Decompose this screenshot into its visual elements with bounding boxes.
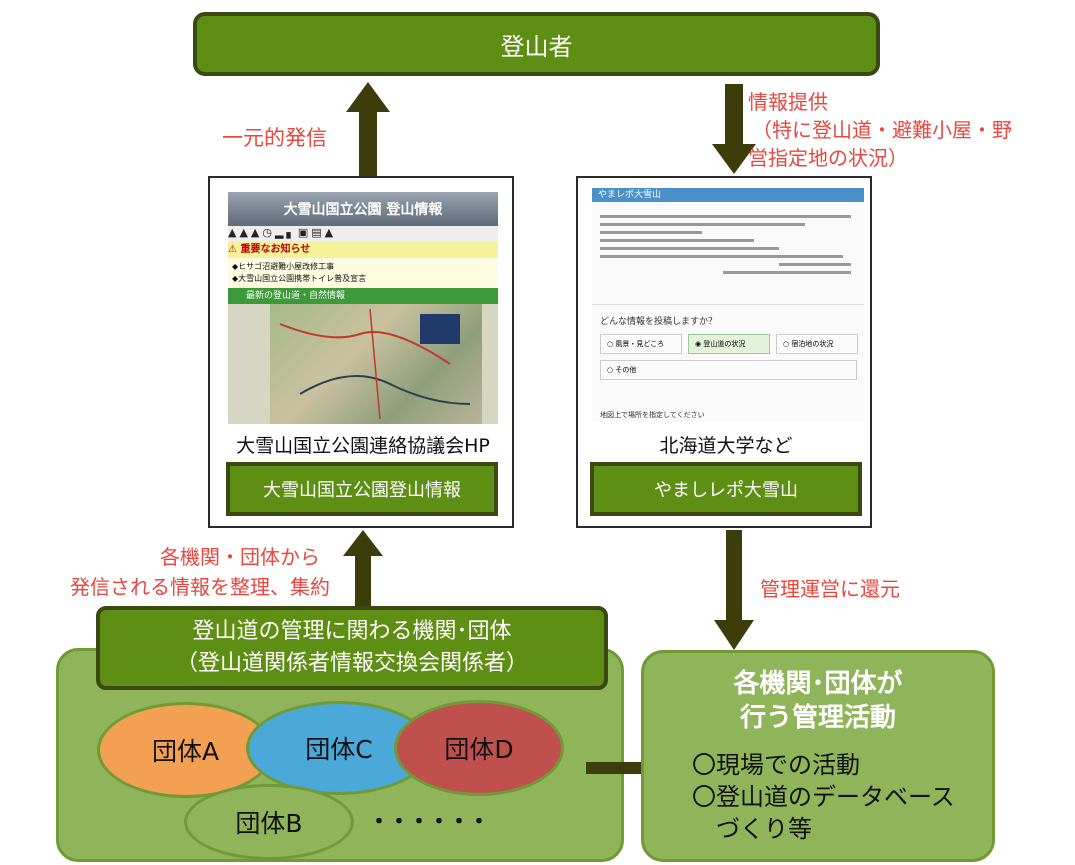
group-c-ellipse: 団体C (246, 701, 432, 795)
notice-header: ⚠ 重要なお知らせ (228, 242, 498, 258)
group-d-ellipse: 団体D (394, 700, 564, 796)
climbers-box: 登山者 (193, 12, 880, 76)
park-info-button[interactable]: 大雪山国立公園登山情報 (226, 462, 498, 516)
yamarepo-screenshot: やまレポ大雪山 どんな情報を投稿しますか？ ○ 風景・見どころ ◉ 登山道の状況… (592, 188, 864, 422)
activities-title: 各機関･団体が 行う管理活動 (644, 667, 992, 735)
aggregate-label: 各機関・団体から 発信される情報を整理、集約 (0, 542, 330, 602)
climbers-label: 登山者 (500, 32, 573, 61)
group-b-label: 団体B (235, 809, 303, 838)
group-a-ellipse: 団体A (97, 702, 274, 798)
park-info-button-label: 大雪山国立公園登山情報 (263, 480, 461, 501)
yamarepo-header: やまレポ大雪山 (592, 188, 864, 202)
right-panel: やまレポ大雪山 どんな情報を投稿しますか？ ○ 風景・見どころ ◉ 登山道の状況… (576, 176, 872, 528)
section-header: 最新の登山道・自然情報 (228, 288, 498, 304)
activity-item: づくり等 (692, 815, 812, 843)
activities-list: 〇現場での活動 〇登山道のデータベース づくり等 (692, 749, 955, 845)
info-provision-line-1: 情報提供 (748, 90, 828, 114)
option-list: ○ 風景・見どころ ◉ 登山道の状況 ○ 宿泊地の状況 ○ その他 (600, 334, 860, 380)
radio-option-selected[interactable]: ◉ 登山道の状況 (688, 334, 770, 354)
yamarepo-button-label: やましレポ大雪山 (654, 480, 798, 501)
left-panel-caption: 大雪山国立公園連絡協議会HP (236, 434, 490, 457)
intro-text-block (600, 210, 856, 279)
organizations-box: 登山道の管理に関わる機関･団体 （登山道関係者情報交換会関係者） (96, 606, 608, 690)
organizations-line-1: 登山道の管理に関わる機関･団体 (192, 619, 512, 644)
info-provision-line-3: 営指定地の状況） (748, 146, 908, 170)
notice-item[interactable]: ◆ヒサゴ沼避難小屋改修工事 (232, 262, 335, 271)
aggregate-line-2: 発信される情報を整理、集約 (70, 575, 330, 599)
group-d-label: 団体D (444, 735, 514, 764)
left-panel: 大雪山国立公園 登山情報 ▲▲▲◷▂▖▣▤▲ ⚠ 重要なお知らせ ◆ヒサゴ沼避難… (208, 176, 514, 528)
notice-header-text: 重要なお知らせ (240, 244, 311, 255)
management-activities-box: 各機関･団体が 行う管理活動 〇現場での活動 〇登山道のデータベース づくり等 (641, 650, 995, 862)
unified-dispatch-label: 一元的発信 (222, 126, 327, 150)
radio-option[interactable]: ○ 宿泊地の状況 (776, 334, 858, 354)
group-c-label: 団体C (305, 735, 373, 764)
organizations-line-2: （登山道関係者情報交換会関係者） (175, 651, 528, 676)
activities-title-line-2: 行う管理活動 (739, 703, 896, 733)
radio-option[interactable]: ○ その他 (600, 360, 857, 380)
warning-icon: ⚠ (228, 244, 237, 255)
icon-strip: ▲▲▲◷▂▖▣▤▲ (228, 226, 498, 242)
up-arrow-icon (346, 82, 390, 178)
down-arrow-icon (712, 84, 756, 174)
more-groups-ellipsis: ・・・・・・ (368, 810, 490, 835)
question-label: どんな情報を投稿しますか？ (600, 317, 718, 327)
notice-list: ◆ヒサゴ沼避難小屋改修工事 ◆大雪山国立公園携帯トイレ普及宣言 (228, 258, 498, 288)
info-provision-label: 情報提供 （特に登山道・避難小屋・野 営指定地の状況） (748, 88, 1012, 172)
park-website-screenshot: 大雪山国立公園 登山情報 ▲▲▲◷▂▖▣▤▲ ⚠ 重要なお知らせ ◆ヒサゴ沼避難… (228, 192, 498, 424)
activity-item: 〇現場での活動 (692, 751, 860, 779)
radio-option[interactable]: ○ 風景・見どころ (600, 334, 682, 354)
group-a-label: 団体A (151, 737, 220, 766)
aggregate-line-1: 各機関・団体から (160, 545, 320, 569)
up-arrow-icon (343, 530, 383, 610)
screenshot-title: 大雪山国立公園 登山情報 (228, 192, 498, 226)
info-provision-line-2: （特に登山道・避難小屋・野 (752, 118, 1012, 142)
activities-title-line-1: 各機関･団体が (733, 669, 903, 699)
trail-map[interactable] (270, 304, 482, 424)
group-b-ellipse: 団体B (184, 784, 354, 860)
down-arrow-icon (714, 530, 754, 650)
trail-lines-icon (279, 308, 471, 420)
right-panel-caption: 北海道大学など (659, 434, 793, 457)
activity-item: 〇登山道のデータベース (692, 783, 955, 811)
form-divider (592, 304, 864, 305)
yamarepo-button[interactable]: やましレポ大雪山 (590, 462, 862, 516)
feedback-label: 管理運営に還元 (760, 577, 900, 601)
map-prompt: 地図上で場所を指定してください (600, 411, 705, 419)
notice-item[interactable]: ◆大雪山国立公園携帯トイレ普及宣言 (232, 274, 367, 283)
